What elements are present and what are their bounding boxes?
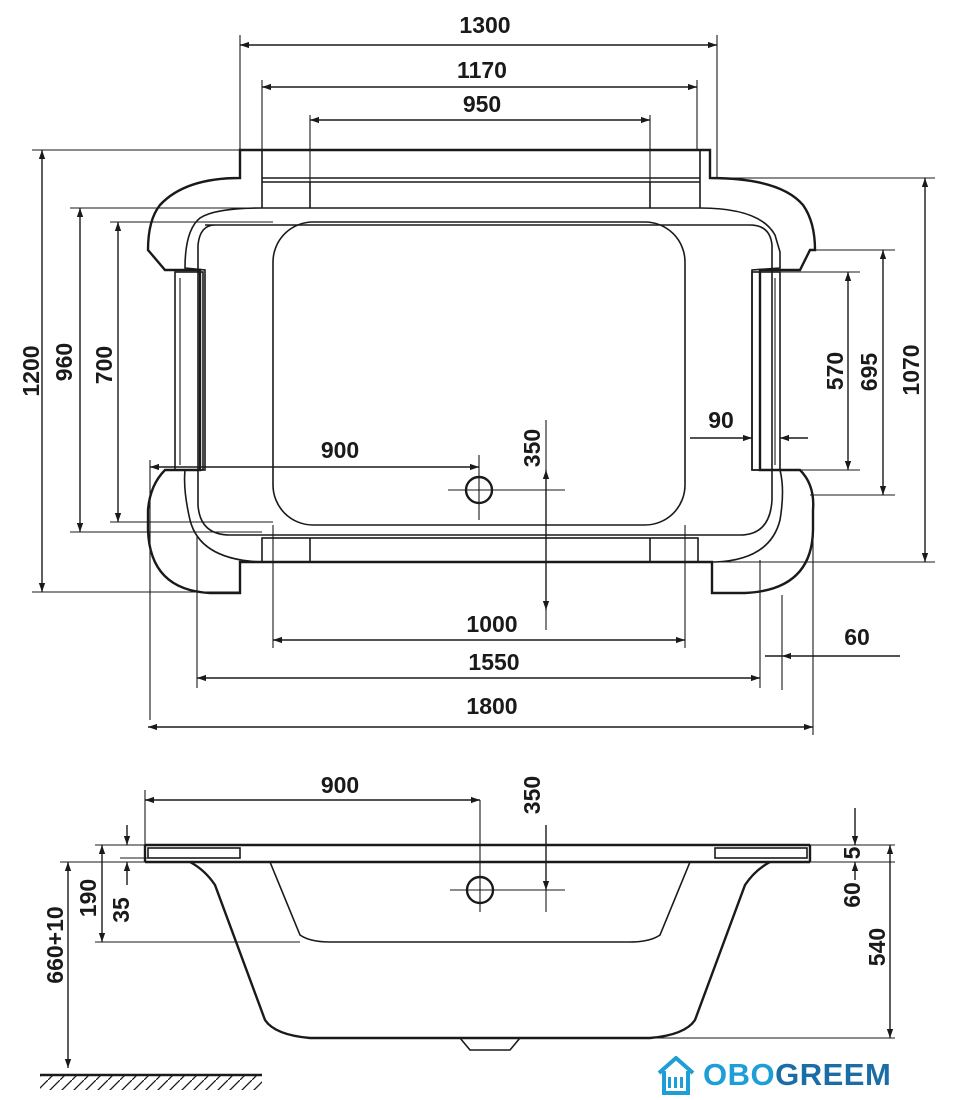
front-ledge xyxy=(261,537,699,563)
house-icon xyxy=(657,1056,695,1095)
side-dim-660-label: 660+10 xyxy=(42,906,68,983)
floor-hatch xyxy=(40,1076,262,1090)
dim-60-label: 60 xyxy=(844,624,870,650)
side-dim-5-label: 5 xyxy=(839,846,865,859)
dim-1800-label: 1800 xyxy=(466,693,517,719)
dim-700-label: 700 xyxy=(91,346,117,384)
side-view: 900 350 660+10 190 35 5 60 540 xyxy=(40,772,895,1090)
dim-1070-label: 1070 xyxy=(898,344,924,395)
dim-1200-label: 1200 xyxy=(18,345,44,396)
dim-900-label: 900 xyxy=(321,437,359,463)
armrest-right xyxy=(751,271,781,471)
dim-350-label: 350 xyxy=(519,429,545,467)
side-dim-35-label: 35 xyxy=(108,897,134,923)
dim-1000-label: 1000 xyxy=(466,611,517,637)
tub-inner-rim xyxy=(183,207,784,563)
side-dim-350-label: 350 xyxy=(519,776,545,814)
dim-90-label: 90 xyxy=(708,407,734,433)
side-dim-900-label: 900 xyxy=(321,772,359,798)
dim-570-label: 570 xyxy=(822,352,848,390)
tub-body-profile xyxy=(189,860,771,1040)
top-view: 1300 1170 950 1200 960 700 900 350 xyxy=(18,12,935,735)
dim-1300-label: 1300 xyxy=(459,12,510,38)
logo-text-part1: OBO xyxy=(703,1057,776,1092)
basin-interior xyxy=(197,224,773,536)
dim-950-label: 950 xyxy=(463,91,501,117)
basin-floor xyxy=(272,221,686,526)
side-dim-60-label: 60 xyxy=(839,882,865,908)
dim-695-label: 695 xyxy=(856,353,882,392)
tub-outer-outline xyxy=(146,148,817,595)
tub-inner-profile xyxy=(269,861,691,943)
side-dim-190-label: 190 xyxy=(75,879,101,917)
dim-1170-label: 1170 xyxy=(457,57,507,83)
dim-1550-label: 1550 xyxy=(468,649,519,675)
rim-right-pad xyxy=(714,847,808,859)
rim-left-pad xyxy=(147,847,241,859)
dim-960-label: 960 xyxy=(51,343,77,381)
side-dim-540-label: 540 xyxy=(864,928,890,966)
logo-text-part2: GREEM xyxy=(775,1057,892,1092)
